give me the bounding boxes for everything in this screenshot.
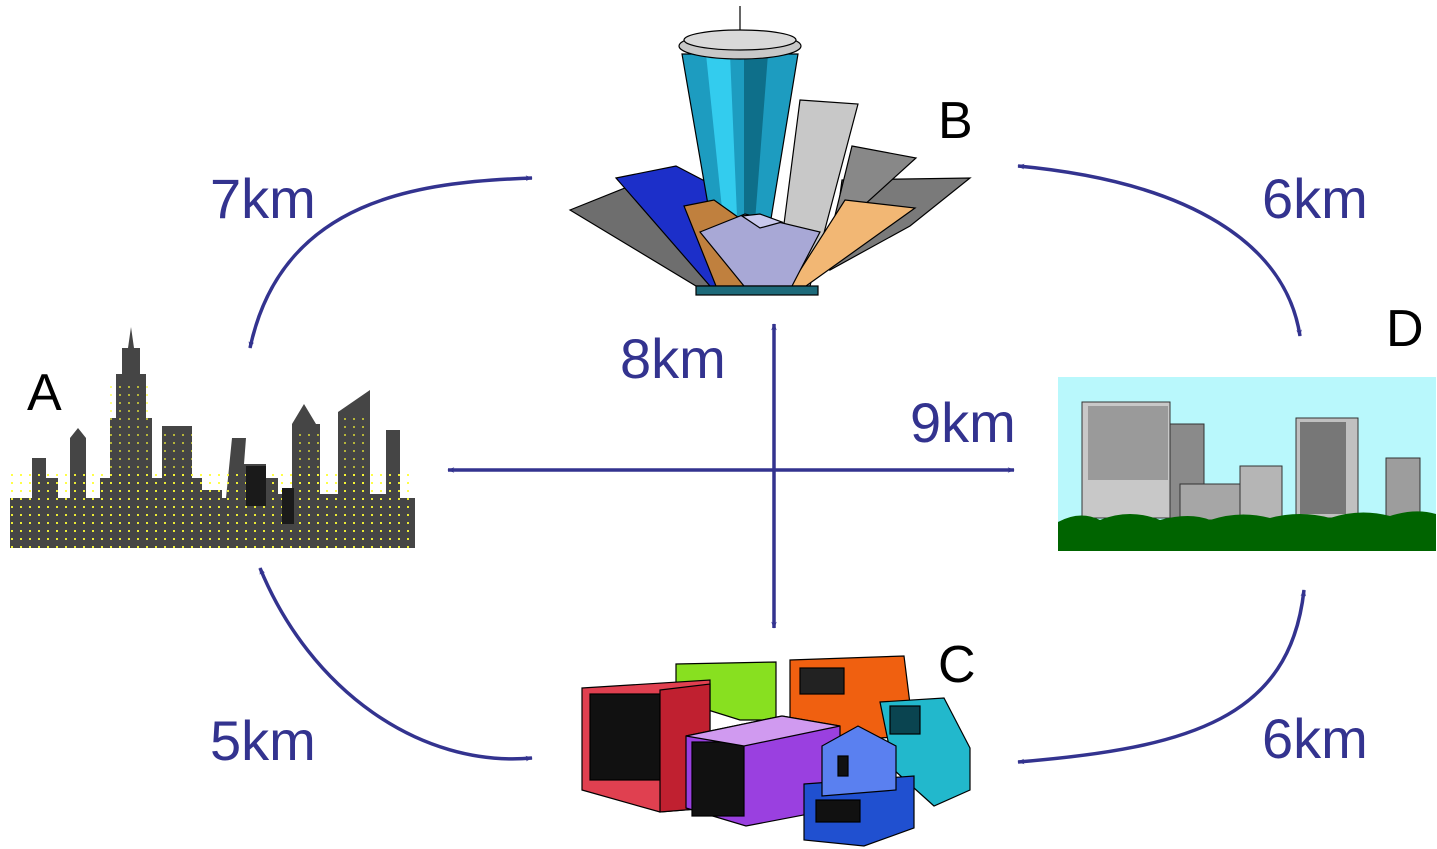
- edge-c-d: 6km: [1017, 589, 1368, 770]
- edge-a-d-label: 9km: [910, 391, 1016, 454]
- edge-c-d-label: 6km: [1262, 707, 1368, 770]
- edge-a-c-label: 5km: [210, 709, 316, 772]
- node-d: D: [1058, 300, 1436, 551]
- edge-a-b-arrow: [248, 175, 533, 349]
- node-d-label: D: [1386, 300, 1424, 358]
- night-city-skyline-icon: [10, 327, 415, 548]
- edge-a-b: 7km: [210, 167, 533, 349]
- node-c-label: C: [938, 636, 976, 694]
- daytime-city-icon: [1058, 377, 1436, 551]
- skyscraper-cluster-icon: [568, 6, 972, 296]
- edge-b-d-label: 6km: [1262, 167, 1368, 230]
- edge-b-d: 6km: [1017, 163, 1368, 337]
- colorful-buildings-icon: [581, 655, 971, 847]
- edge-a-d: 9km: [447, 391, 1016, 473]
- edge-c-d-arrow: [1017, 589, 1307, 765]
- node-a: A: [10, 327, 415, 548]
- node-a-label: A: [27, 364, 62, 422]
- node-b-label: B: [938, 92, 973, 150]
- edge-a-b-label: 7km: [210, 167, 316, 230]
- edge-b-d-arrow: [1017, 163, 1302, 337]
- node-b: B: [568, 6, 973, 296]
- edge-b-c: 8km: [620, 323, 777, 629]
- node-c: C: [581, 636, 976, 847]
- edge-a-c-arrow: [258, 567, 533, 762]
- edge-a-c: 5km: [210, 567, 533, 772]
- edge-b-c-label: 8km: [620, 327, 726, 390]
